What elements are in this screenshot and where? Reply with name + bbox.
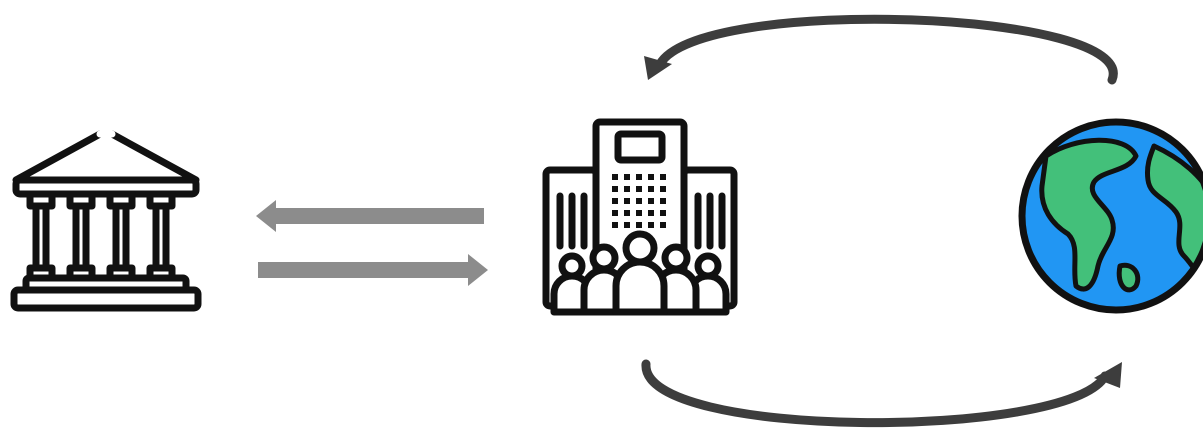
arrow-world-to-company bbox=[644, 14, 1118, 85]
globe-icon bbox=[1018, 118, 1203, 314]
arrow-company-to-world bbox=[641, 359, 1122, 428]
arrow-bank-to-company bbox=[258, 254, 488, 286]
office-building-with-people-icon bbox=[542, 118, 738, 316]
arrow-company-to-bank bbox=[256, 200, 484, 232]
bank-building-icon bbox=[10, 130, 202, 312]
